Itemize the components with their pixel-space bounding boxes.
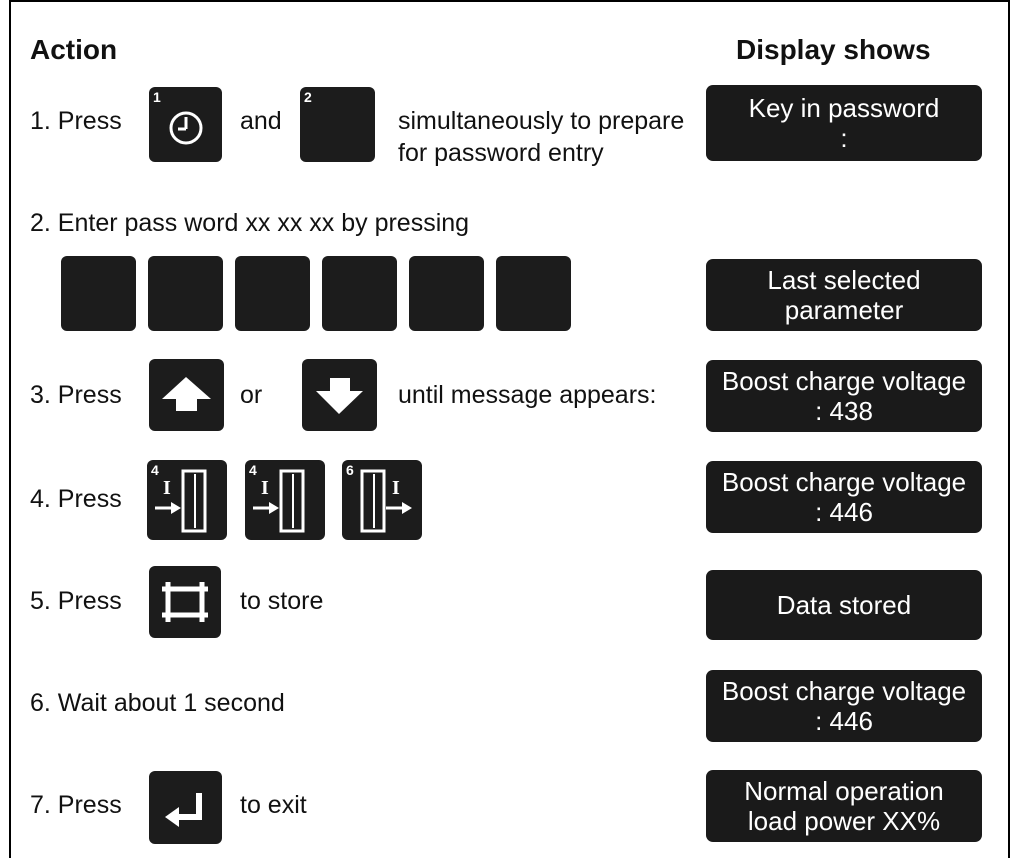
key-letter: I: [392, 477, 400, 499]
display-step2: Last selected parameter: [706, 259, 982, 331]
key-number: 1: [153, 89, 161, 105]
key-number: 6: [346, 462, 354, 478]
display-line: Last selected: [767, 265, 921, 295]
step3-label: 3. Press: [30, 381, 122, 409]
display-line: : 446: [815, 706, 873, 736]
display-step1: Key in password :: [706, 85, 982, 161]
instruction-frame: [9, 0, 1010, 858]
key-4-first[interactable]: 4 I: [147, 460, 227, 540]
display-line: load power XX%: [747, 806, 941, 836]
display-step5: Data stored: [706, 570, 982, 640]
action-header: Action: [30, 34, 118, 65]
display-step7: Normal operation load power XX%: [706, 770, 982, 842]
display-line: Boost charge voltage: [721, 366, 967, 396]
arrow-up-icon: [162, 377, 211, 411]
display-line: Boost charge voltage: [721, 676, 967, 706]
current-out-icon: I: [360, 469, 412, 533]
display-line: Normal operation: [744, 776, 944, 806]
step1-desc-line2: for password entry: [398, 139, 604, 167]
display-step3: Boost charge voltage : 438: [706, 360, 982, 432]
display-line: :: [840, 123, 848, 153]
key-6[interactable]: 6 I: [342, 460, 422, 540]
key-number: 4: [151, 462, 159, 478]
step1-and: and: [240, 107, 282, 135]
current-in-icon: I: [253, 469, 305, 533]
password-key-5[interactable]: [409, 256, 484, 331]
key-letter: I: [261, 477, 269, 499]
clock-icon: [169, 111, 203, 145]
step4-label: 4. Press: [30, 485, 122, 513]
arrow-down-icon: [316, 378, 363, 414]
display-line: : 446: [815, 497, 873, 527]
display-line: Key in password: [748, 93, 940, 123]
key-letter: I: [163, 477, 171, 499]
key-number: 4: [249, 462, 257, 478]
display-line: Boost charge voltage: [721, 467, 967, 497]
step5-desc: to store: [240, 587, 324, 615]
display-line: : 438: [815, 396, 873, 426]
key-4-second[interactable]: 4 I: [245, 460, 325, 540]
step1-label: 1. Press: [30, 107, 122, 135]
key-2[interactable]: 2: [300, 87, 375, 162]
step5-label: 5. Press: [30, 587, 122, 615]
step1-desc-line1: simultaneously to prepare: [398, 107, 685, 135]
step7-label: 7. Press: [30, 791, 122, 819]
password-key-4[interactable]: [322, 256, 397, 331]
step7-desc: to exit: [240, 791, 307, 819]
enter-icon: [165, 793, 202, 827]
store-icon: [162, 582, 208, 622]
display-step4: Boost charge voltage : 446: [706, 461, 982, 533]
password-key-1[interactable]: [61, 256, 136, 331]
step3-or: or: [240, 381, 263, 409]
key-up[interactable]: [149, 359, 224, 431]
display-line: parameter: [784, 295, 904, 325]
key-store[interactable]: [149, 566, 221, 638]
display-header: Display shows: [736, 34, 931, 65]
key-down[interactable]: [302, 359, 377, 431]
step6-label: 6. Wait about 1 second: [30, 689, 285, 717]
key-enter[interactable]: [149, 771, 222, 844]
password-key-6[interactable]: [496, 256, 571, 331]
display-line: Data stored: [776, 590, 912, 620]
step3-desc: until message appears:: [398, 381, 657, 409]
key-clock[interactable]: 1: [149, 87, 222, 162]
current-in-icon: I: [155, 469, 207, 533]
key-number: 2: [304, 89, 312, 105]
step2-label: 2. Enter pass word xx xx xx by pressing: [30, 209, 470, 237]
password-key-2[interactable]: [148, 256, 223, 331]
password-key-3[interactable]: [235, 256, 310, 331]
display-step6: Boost charge voltage : 446: [706, 670, 982, 742]
